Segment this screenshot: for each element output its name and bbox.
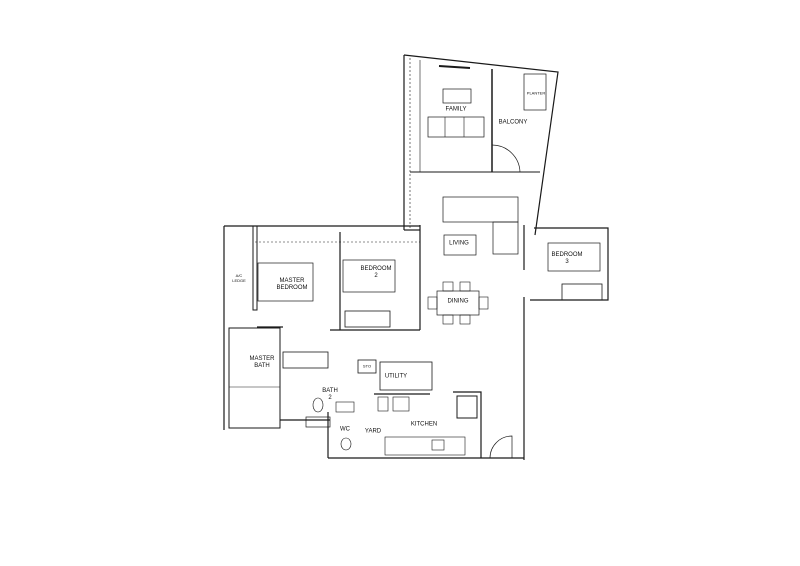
living-area bbox=[404, 196, 525, 460]
room-label-wc: WC bbox=[340, 426, 350, 433]
bedroom2-wardrobe bbox=[344, 310, 391, 328]
room-label-sto: STO bbox=[362, 363, 372, 369]
living-tv-console bbox=[443, 234, 477, 256]
room-label-balcony: BALCONY bbox=[498, 119, 528, 126]
room-label-family: FAMILY bbox=[445, 106, 467, 113]
master-wardrobe bbox=[282, 351, 329, 369]
room-label-bedroom2: BEDROOM 2 bbox=[360, 266, 392, 279]
room-label-ac-ledge: A/C LEDGE bbox=[232, 273, 246, 283]
tv-console bbox=[442, 88, 472, 104]
room-label-master-bath: MASTER BATH bbox=[249, 356, 275, 369]
room-label-bath2: BATH 2 bbox=[322, 388, 338, 401]
room-label-living: LIVING bbox=[449, 240, 469, 247]
room-label-master-bedroom: MASTER BEDROOM bbox=[276, 278, 308, 291]
service-area bbox=[328, 359, 524, 459]
room-label-utility: UTILITY bbox=[384, 373, 408, 380]
sto-box bbox=[357, 359, 377, 374]
family-balcony-block bbox=[403, 54, 559, 236]
room-label-planter: PLANTER bbox=[526, 90, 546, 96]
living-sofa bbox=[442, 196, 519, 223]
family-sofa bbox=[427, 116, 485, 138]
room-label-bedroom3: BEDROOM 3 bbox=[551, 252, 583, 265]
baths bbox=[228, 327, 355, 458]
bedroom2-bed bbox=[342, 259, 396, 293]
room-label-dining: DINING bbox=[447, 298, 469, 305]
bedrooms-wing bbox=[223, 225, 420, 430]
room-label-kitchen: KITCHEN bbox=[410, 421, 438, 428]
master-bed bbox=[257, 262, 314, 302]
dining-table bbox=[427, 281, 489, 325]
bedroom-3 bbox=[530, 227, 609, 301]
room-label-yard: YARD bbox=[364, 428, 382, 435]
